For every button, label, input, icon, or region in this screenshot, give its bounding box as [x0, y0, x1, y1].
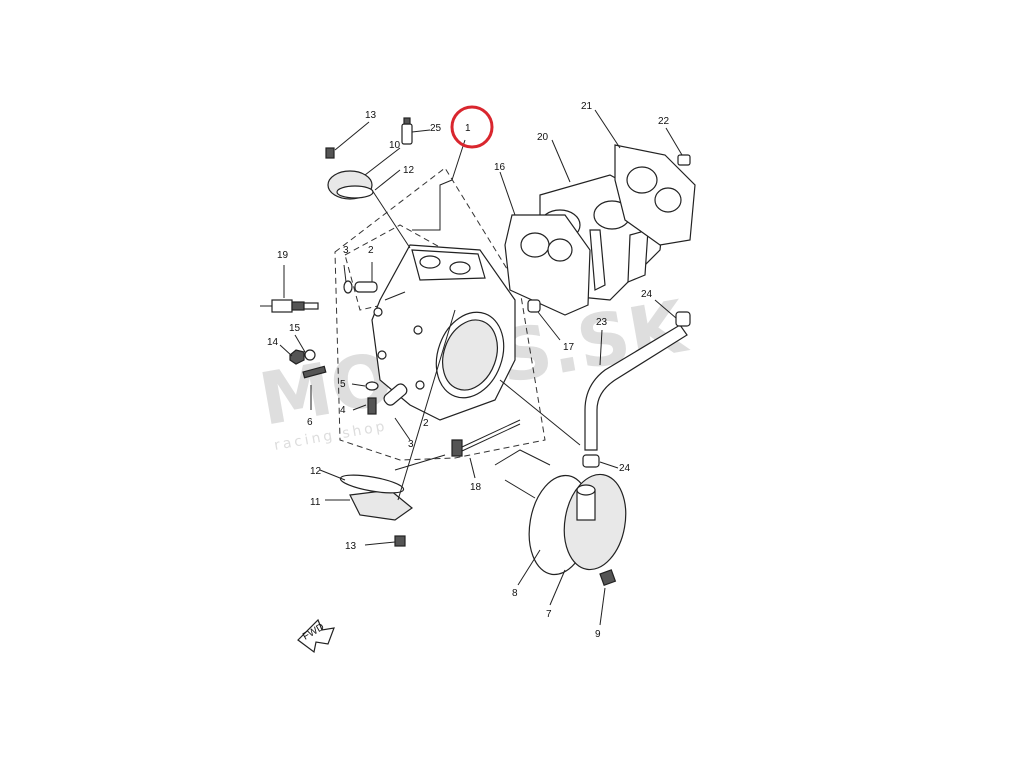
bolt-9[interactable] [599, 569, 617, 587]
callout-9: 9 [595, 629, 601, 640]
bolt-13-bottom[interactable] [394, 535, 406, 547]
temperature-sensor[interactable] [401, 117, 413, 145]
bolt-18[interactable] [451, 419, 521, 457]
spark-plug[interactable] [260, 299, 319, 313]
coolant-hose[interactable] [584, 324, 688, 451]
callout-3-bottom: 3 [408, 439, 414, 450]
callout-12-bottom: 12 [310, 466, 322, 477]
washer-5[interactable] [365, 381, 379, 391]
callout-7: 7 [546, 609, 552, 620]
callout-10: 10 [389, 140, 401, 151]
callout-6: 6 [307, 417, 313, 428]
callout-5: 5 [340, 379, 346, 390]
callout-3-top: 3 [343, 245, 349, 256]
water-pump-housing[interactable] [522, 470, 633, 580]
callout-20: 20 [537, 132, 549, 143]
stud-6[interactable] [302, 365, 327, 379]
washer-15[interactable] [304, 349, 316, 361]
callout-12-top: 12 [403, 165, 415, 176]
callout-19: 19 [277, 250, 289, 261]
callout-4: 4 [340, 405, 346, 416]
callout-24-top: 24 [641, 289, 653, 300]
callout-17: 17 [563, 342, 575, 353]
callout-2-top: 2 [368, 245, 374, 256]
callout-22: 22 [658, 116, 670, 127]
callout-8: 8 [512, 588, 518, 599]
callout-1: 1 [465, 123, 471, 134]
callout-21: 21 [581, 101, 593, 112]
forward-arrow: FWD [297, 618, 335, 654]
hose-clamp-24-top[interactable] [675, 311, 691, 327]
nut-14[interactable] [289, 349, 305, 365]
base-gasket[interactable] [504, 214, 591, 316]
thermostat-cover-bottom[interactable] [339, 472, 413, 521]
callout-24-bottom: 24 [619, 463, 631, 474]
callout-11: 11 [310, 497, 321, 508]
thermostat-cover-top[interactable] [325, 147, 374, 200]
callout-2-bottom: 2 [423, 418, 429, 429]
pipe-2-top[interactable] [354, 281, 378, 293]
callout-23: 23 [596, 317, 608, 328]
cylinder-head[interactable] [371, 244, 516, 421]
callout-16: 16 [494, 162, 506, 173]
callout-18: 18 [470, 482, 482, 493]
callout-15: 15 [289, 323, 301, 334]
dowel-pin-17[interactable] [527, 299, 541, 313]
pipe-2-bottom[interactable] [382, 382, 409, 407]
head-gasket[interactable] [614, 144, 696, 246]
leader-lines [279, 109, 683, 626]
hose-clamp-24-bottom[interactable] [582, 454, 600, 468]
o-ring-3-top[interactable] [343, 280, 353, 294]
dowel-pin-22[interactable] [677, 154, 691, 166]
callout-labels: 1 2 2 3 3 4 5 6 7 8 9 10 11 12 12 13 13 … [267, 101, 670, 640]
callout-25: 25 [430, 123, 442, 134]
callout-13-bottom: 13 [345, 541, 357, 552]
head-assembly-outline [334, 167, 546, 461]
bolt-4[interactable] [367, 397, 377, 415]
callout-13-top: 13 [365, 110, 377, 121]
highlight-circle [450, 105, 494, 149]
callout-14: 14 [267, 337, 279, 348]
